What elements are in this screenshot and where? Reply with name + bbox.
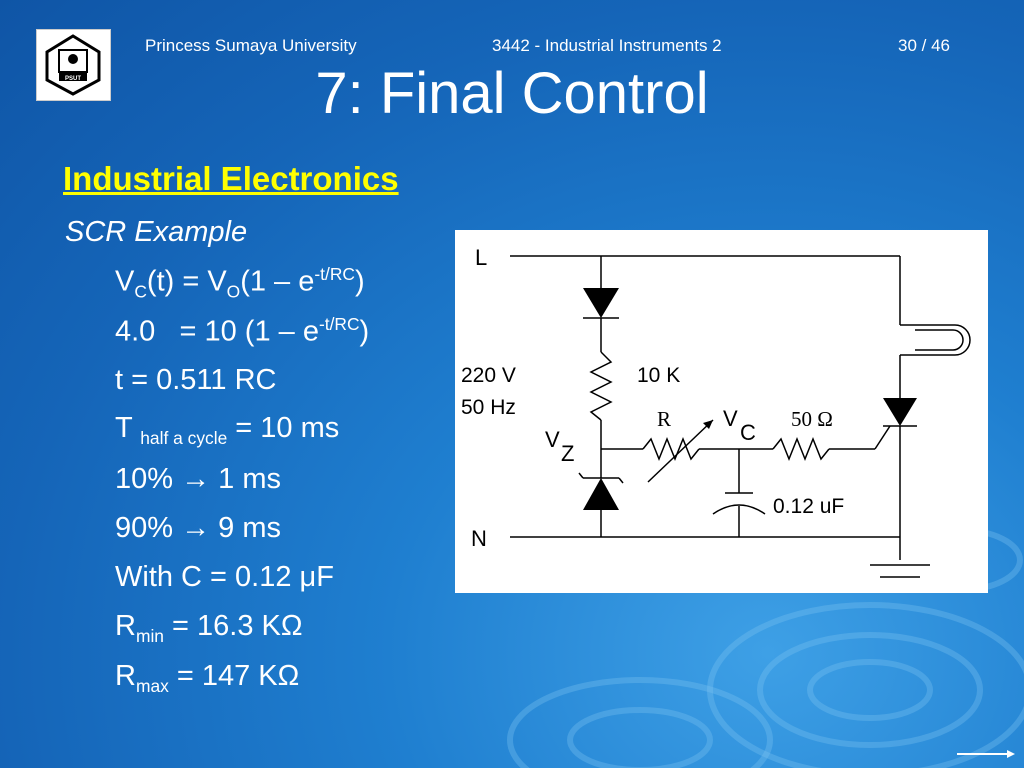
capacitor-bottom-plate: [712, 504, 766, 515]
resistor-50-ohm: [772, 436, 830, 462]
resistor-10k: [589, 351, 613, 421]
equation-line-3: t = 0.511 RC: [115, 364, 277, 396]
label-vz-sub: Z: [561, 441, 574, 466]
slide-title: 7: Final Control: [315, 61, 709, 126]
university-logo: PSUT: [36, 29, 111, 101]
header-course: 3442 - Industrial Instruments 2: [492, 36, 722, 55]
label-vz: V: [545, 427, 560, 452]
zener-diode: [583, 478, 619, 510]
header-page-number: 30 / 46: [898, 36, 950, 55]
circuit-schematic: L N 220 V 50 Hz 10 K R V C 50 Ω V Z 0.12…: [461, 245, 971, 578]
label-vc: V: [723, 406, 738, 431]
equation-line-6: 90% → 9 ms: [115, 512, 281, 544]
label-10k: 10 K: [637, 364, 680, 387]
logo-text: PSUT: [65, 76, 81, 82]
label-vc-sub: C: [740, 420, 756, 445]
equation-line-2: 4.0 = 10 (1 – e-t/RC): [115, 314, 370, 348]
scr: [883, 398, 917, 426]
equation-line-7: With C = 0.12 μF: [115, 561, 334, 593]
equation-line-9: Rmax = 147 KΩ: [115, 660, 300, 696]
variable-resistor-r: [642, 436, 700, 462]
variable-arrow-head: [703, 420, 713, 429]
logo-emblem: PSUT: [45, 34, 101, 96]
header-university: Princess Sumaya University: [145, 36, 357, 55]
next-slide-arrow-icon[interactable]: [955, 748, 1015, 760]
label-source-voltage: 220 V: [461, 364, 516, 387]
label-50-ohm: 50 Ω: [791, 407, 833, 431]
section-heading: Industrial Electronics: [63, 160, 399, 197]
diode: [583, 288, 619, 318]
label-capacitor: 0.12 uF: [773, 495, 844, 518]
subheading: SCR Example: [65, 216, 248, 248]
scr-circuit-diagram: L N 220 V 50 Hz 10 K R V C 50 Ω V Z 0.12…: [455, 230, 988, 593]
label-source-frequency: 50 Hz: [461, 396, 516, 419]
label-r: R: [657, 407, 671, 431]
label-n: N: [471, 526, 487, 551]
equation-line-8: Rmin = 16.3 KΩ: [115, 610, 303, 646]
lamp-inner: [915, 329, 964, 351]
lamp-outer: [915, 324, 971, 356]
equation-line-1: VC(t) = VO(1 – e-t/RC): [115, 264, 365, 302]
label-l: L: [475, 245, 487, 270]
equation-line-4: T half a cycle = 10 ms: [115, 412, 340, 448]
equation-line-5: 10% → 1 ms: [115, 463, 281, 495]
